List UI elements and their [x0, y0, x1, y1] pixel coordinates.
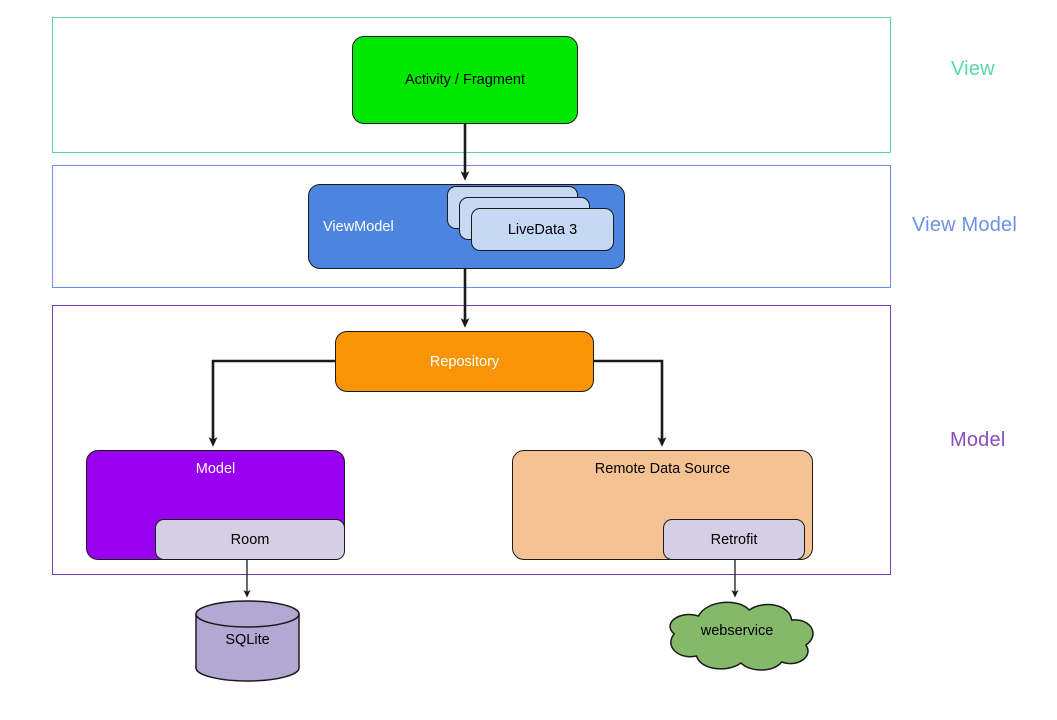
sqlite-label: SQLite [225, 632, 270, 648]
layer-label-view: View [951, 58, 995, 80]
node-viewmodel-label: ViewModel [323, 218, 394, 235]
node-remote-data-source-label: Remote Data Source [594, 461, 731, 477]
node-repository-label: Repository [429, 353, 500, 370]
webservice-label: webservice [700, 623, 774, 639]
layer-container-model [52, 305, 891, 575]
node-activity-fragment-label: Activity / Fragment [404, 72, 526, 88]
layer-container-view [52, 17, 891, 153]
layer-label-view-model: View Model [912, 214, 1018, 236]
sqlite-cylinder-top [195, 600, 300, 628]
sub-node-room[interactable]: Room [155, 519, 345, 560]
node-activity-fragment[interactable]: Activity / Fragment [352, 36, 578, 124]
sub-node-retrofit[interactable]: Retrofit [663, 519, 805, 560]
node-model-label: Model [195, 461, 236, 477]
layer-container-view-model [52, 165, 891, 288]
livedata-card-front[interactable]: LiveData 3 [471, 208, 614, 251]
node-repository[interactable]: Repository [335, 331, 594, 392]
layer-label-model: Model [950, 429, 1006, 451]
